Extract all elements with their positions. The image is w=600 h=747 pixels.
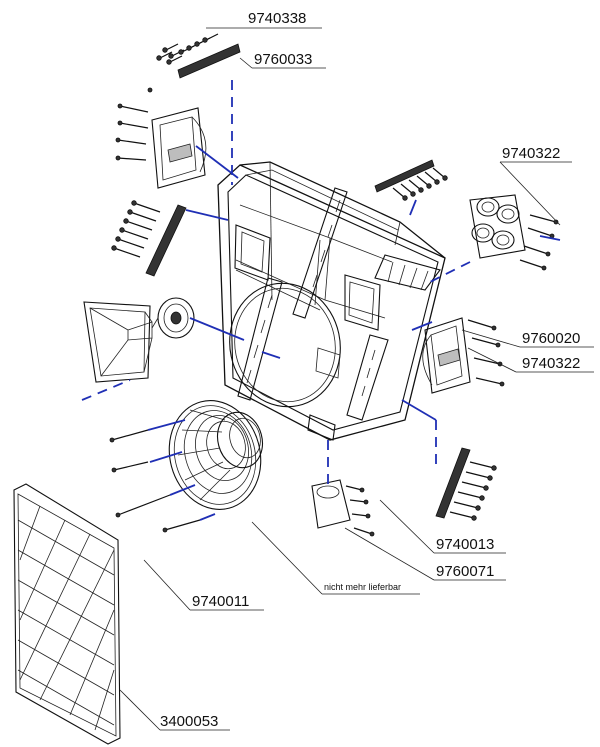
right-bottom-rail (435, 447, 497, 521)
part-label-9740013: 9740013 (436, 536, 494, 553)
woofer-driver (109, 400, 264, 533)
top-left-handle-cup (115, 87, 207, 189)
left-side-rail (111, 200, 187, 277)
part-label-9740011: 9740011 (192, 593, 249, 610)
note-not-available: nicht mehr lieferbar (324, 582, 401, 592)
front-grille (13, 483, 121, 745)
right-top-rail (374, 159, 448, 201)
part-label-3400053: 3400053 (160, 713, 218, 730)
speaker-cabinet (217, 161, 446, 441)
right-handle-cup (422, 317, 505, 394)
part-label-9760020: 9760020 (522, 330, 580, 347)
top-handle-bar (156, 33, 241, 79)
assembly-guide-lines (81, 80, 561, 521)
part-label-9760033: 9760033 (254, 51, 312, 68)
connector-plate (469, 194, 559, 271)
part-label-9740322-top: 9740322 (502, 145, 560, 162)
part-label-9760071: 9760071 (436, 563, 494, 580)
part-label-9740338: 9740338 (248, 10, 306, 27)
bottom-pole-cup (311, 479, 375, 537)
leader-lines (119, 27, 594, 731)
part-label-9740322-mid: 9740322 (522, 355, 580, 372)
horn-and-compression-driver (83, 297, 195, 383)
